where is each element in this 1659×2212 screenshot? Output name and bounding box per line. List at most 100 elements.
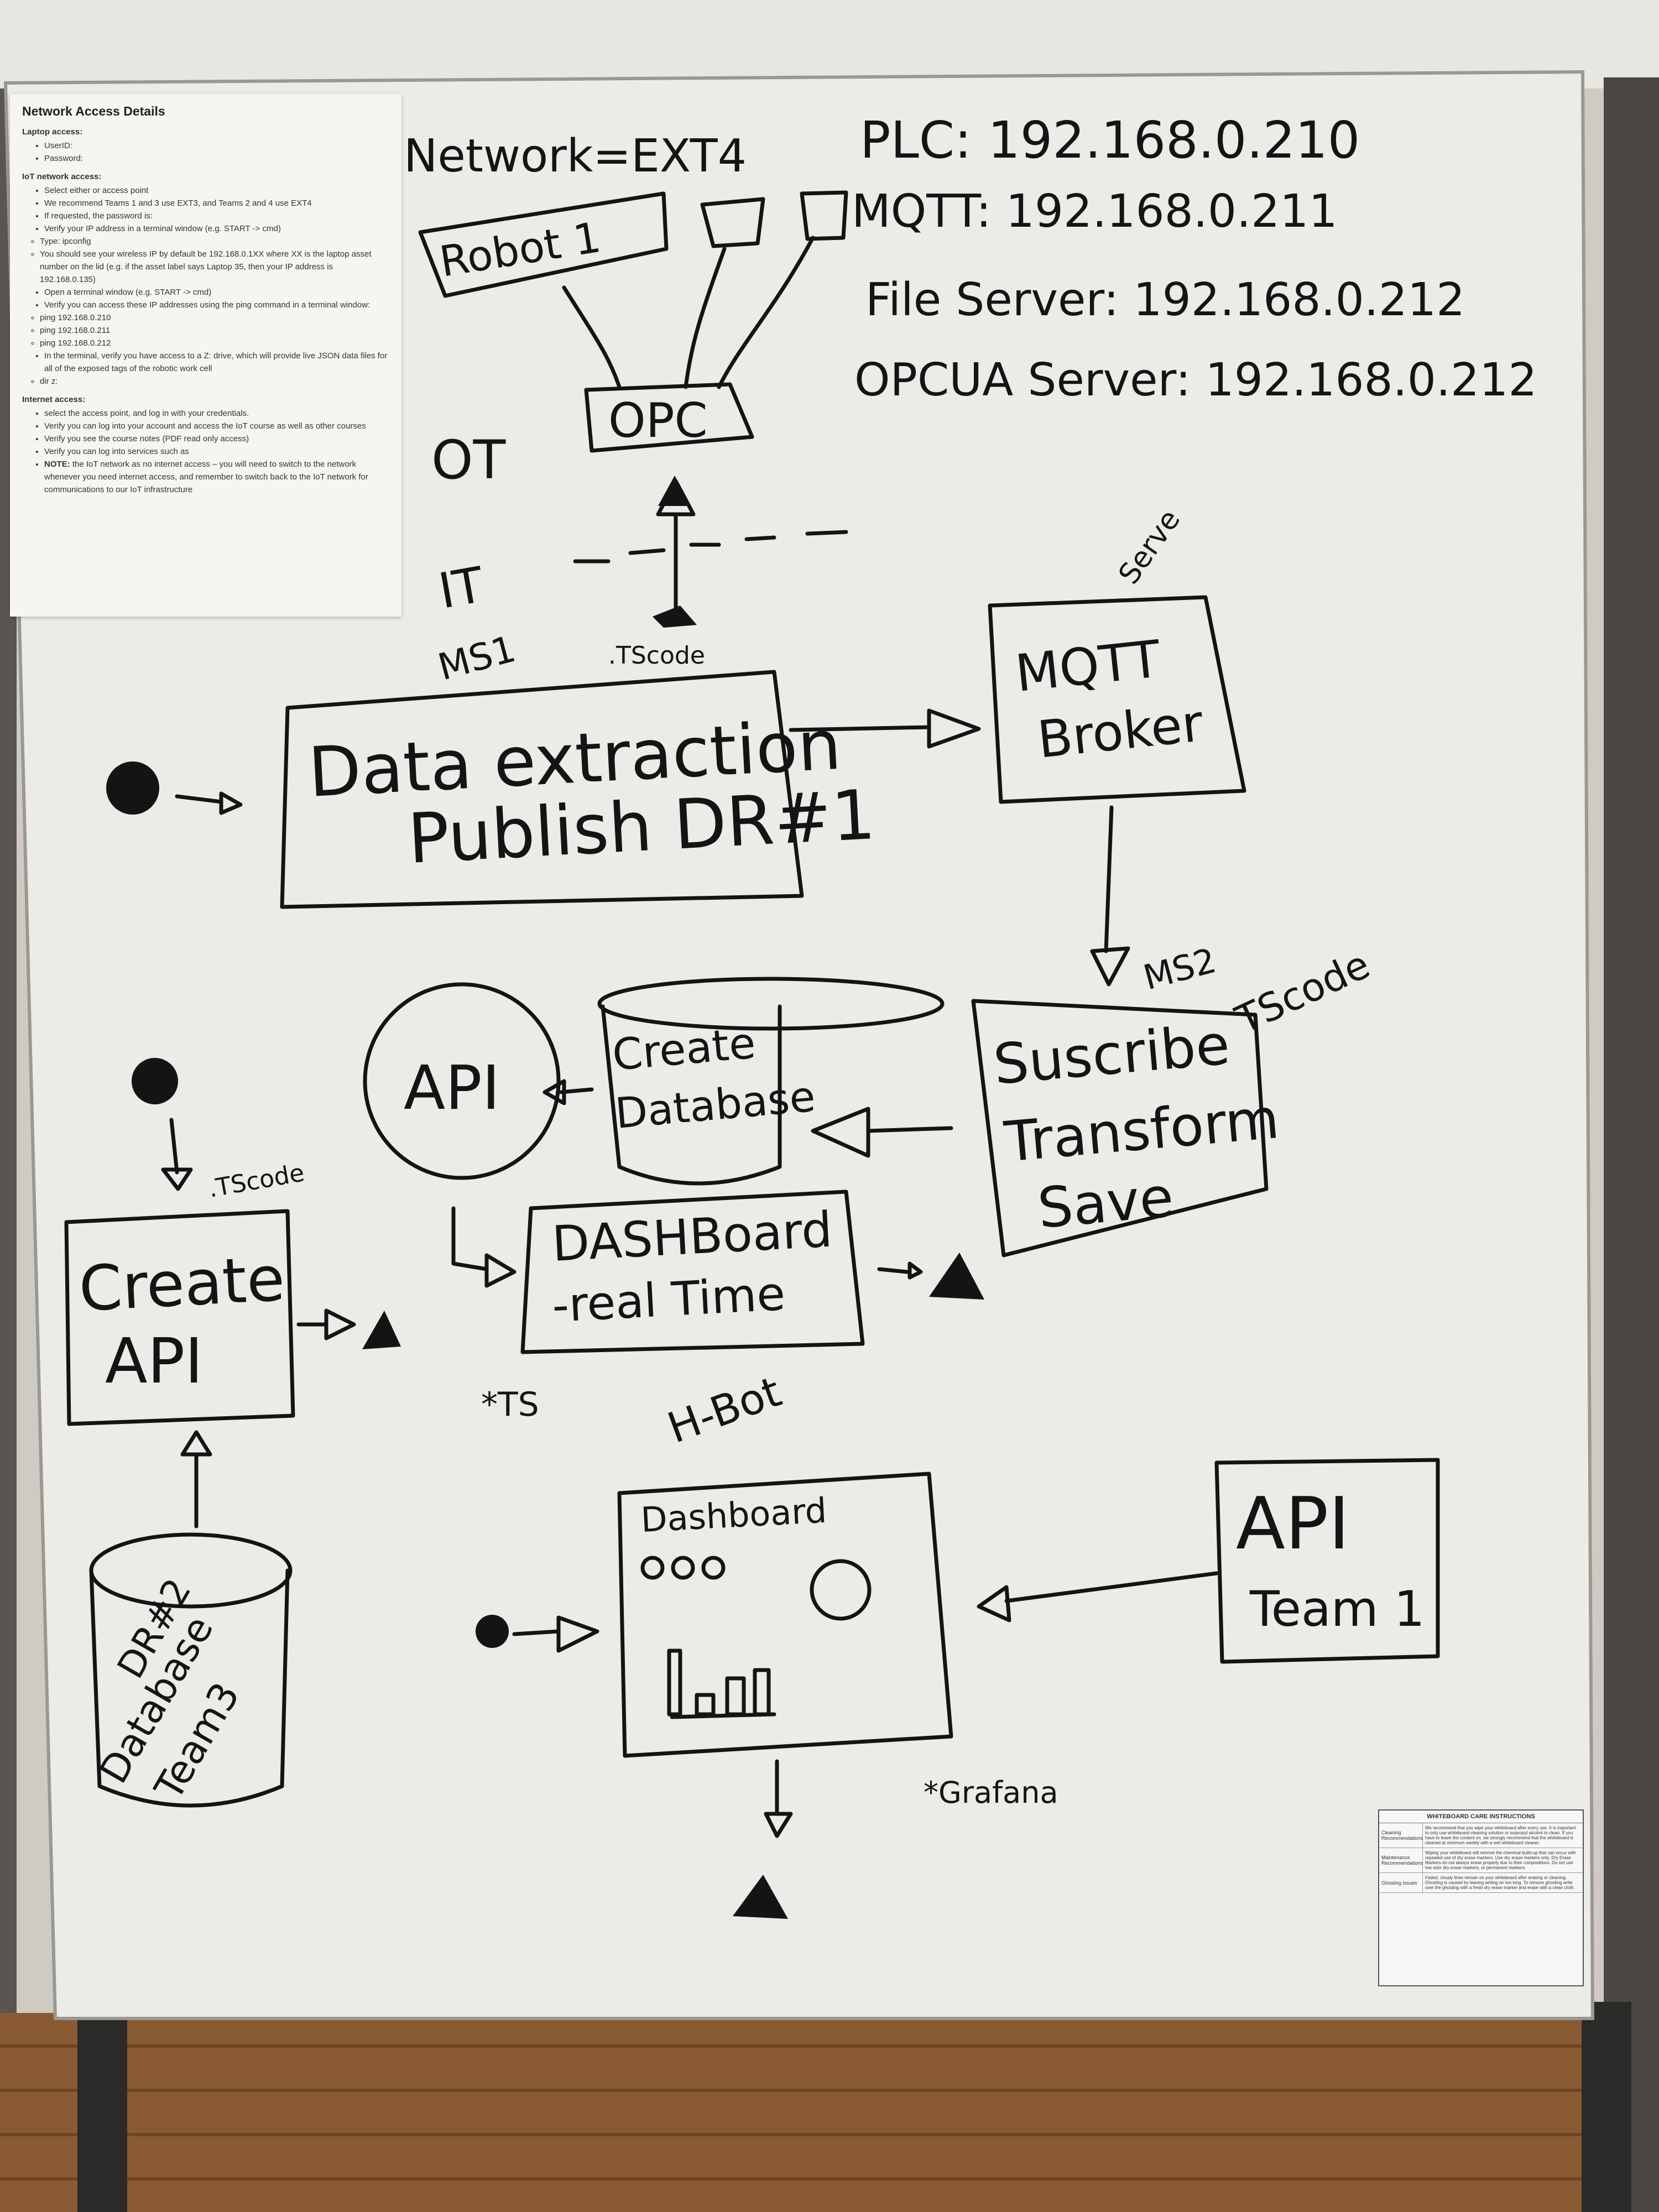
ts-note-label: *TS bbox=[481, 1385, 539, 1424]
note-subitem: ping 192.168.0.210 bbox=[40, 311, 389, 324]
gauge-icon bbox=[810, 1559, 872, 1621]
mqtt-to-subscribe-line bbox=[1104, 805, 1114, 953]
note-item: Verify your IP address in a terminal win… bbox=[44, 222, 389, 235]
arrowhead-to-dashboard-rt bbox=[484, 1253, 517, 1288]
api-team1-box bbox=[1214, 1458, 1440, 1664]
triangle-dashboard-rt bbox=[929, 1253, 984, 1300]
it-zone-label: IT bbox=[435, 556, 489, 619]
mqtt-box bbox=[988, 595, 1246, 804]
dashboard-rt-out-line bbox=[877, 1267, 909, 1274]
triangle-grafana-out bbox=[733, 1875, 788, 1919]
note-text: the IoT network as no internet access – … bbox=[44, 460, 368, 494]
triangle-opc bbox=[658, 476, 691, 506]
ring-3 bbox=[701, 1556, 726, 1580]
robot-to-opc-line bbox=[562, 285, 622, 389]
opcua-label: OPCUA Server: 192.168.0.212 bbox=[854, 354, 1537, 406]
db-to-api-line bbox=[559, 1087, 594, 1094]
arrowhead-to-grafana-from-api bbox=[977, 1585, 1011, 1623]
note-item: UserID: bbox=[44, 139, 389, 152]
arrowhead-to-create-api bbox=[161, 1167, 193, 1191]
l-arrow-line bbox=[451, 1206, 489, 1271]
bar-3 bbox=[725, 1676, 746, 1717]
care-row-text: Faded, cloudy lines remain on your white… bbox=[1425, 1875, 1575, 1890]
data-to-mqtt-line bbox=[789, 725, 931, 732]
care-card-header: WHITEBOARD CARE INSTRUCTIONS bbox=[1379, 1811, 1583, 1823]
note-item: Verify you see the course notes (PDF rea… bbox=[44, 432, 389, 445]
note-item: Verify you can log into your account and… bbox=[44, 420, 389, 432]
wood-floor bbox=[0, 2013, 1659, 2212]
network-label: Network=EXT4 bbox=[404, 130, 747, 182]
subscribe-line3: Save bbox=[1035, 1165, 1176, 1241]
dot-to-grafana-line bbox=[512, 1629, 561, 1636]
stand-leg-right bbox=[1582, 2002, 1631, 2212]
device-box-1 bbox=[700, 197, 765, 248]
arrowhead-small-1 bbox=[907, 1261, 923, 1280]
opc-box bbox=[584, 382, 754, 453]
care-row: Cleaning Recommendations We recommend th… bbox=[1379, 1823, 1583, 1848]
arrowhead-to-db bbox=[811, 1107, 870, 1158]
diagram-strokes bbox=[64, 190, 1440, 1838]
subscribe-box bbox=[971, 999, 1269, 1258]
note-subitem: ping 192.168.0.212 bbox=[40, 337, 389, 349]
arrowhead-to-data bbox=[219, 791, 243, 815]
whiteboard-surface bbox=[3, 70, 1595, 2020]
dot-left-2 bbox=[132, 1058, 178, 1104]
data-extraction-box bbox=[280, 670, 804, 909]
bar-2 bbox=[695, 1693, 716, 1717]
ot-zone-label: OT bbox=[431, 429, 506, 491]
dot-left-1 bbox=[106, 761, 159, 815]
bar-1 bbox=[667, 1648, 682, 1717]
tscode-1-label: .TScode bbox=[608, 641, 705, 670]
note-bold: NOTE: bbox=[44, 460, 70, 469]
subscribe-to-db-line bbox=[866, 1126, 953, 1133]
note-title: Network Access Details bbox=[22, 104, 165, 118]
device1-to-opc-line bbox=[684, 247, 727, 389]
arrowhead-to-api bbox=[542, 1079, 566, 1105]
arrowhead-create-api-out bbox=[324, 1308, 356, 1340]
api-circle-label: API bbox=[404, 1052, 500, 1123]
note-item: We recommend Teams 1 and 3 use EXT3, and… bbox=[44, 197, 389, 210]
stand-leg-left bbox=[77, 2002, 127, 2212]
note-item: Password: bbox=[44, 152, 389, 165]
arrowhead-to-subscribe bbox=[1090, 946, 1130, 987]
care-row-label: Maintenance Recommendations bbox=[1379, 1848, 1423, 1872]
arrowhead-down-grafana bbox=[764, 1812, 793, 1838]
api-team1-line1: API bbox=[1236, 1481, 1350, 1566]
ring-1 bbox=[640, 1556, 665, 1580]
grafana-dashboard-box bbox=[617, 1472, 953, 1758]
note-item: If requested, the password is: bbox=[44, 210, 389, 222]
filled-marks bbox=[106, 476, 984, 1919]
whiteboard-care-card: WHITEBOARD CARE INSTRUCTIONS Cleaning Re… bbox=[1378, 1809, 1584, 1986]
arrowhead-up-create-api bbox=[180, 1430, 212, 1457]
api-team1-line2: Team 1 bbox=[1249, 1580, 1425, 1637]
note-subitem: dir z: bbox=[40, 375, 389, 388]
api-circle bbox=[363, 982, 561, 1180]
arrowhead-to-grafana bbox=[556, 1615, 599, 1653]
care-row: Maintenance Recommendations Wiping your … bbox=[1379, 1848, 1583, 1873]
ot-it-divider bbox=[573, 530, 848, 564]
care-row: Ghosting Issues Faded, cloudy lines rema… bbox=[1379, 1873, 1583, 1893]
triangle-create-api bbox=[362, 1311, 401, 1349]
iot-access-heading: IoT network access: bbox=[22, 172, 102, 181]
dot-to-create-api-line bbox=[169, 1118, 179, 1175]
note-subitem: Type: ipconfig bbox=[40, 235, 389, 248]
dashboard-rt-box bbox=[520, 1190, 865, 1354]
care-row-label: Ghosting Issues bbox=[1379, 1873, 1423, 1892]
floor-planks bbox=[0, 2044, 1659, 2180]
db-cylinder-body bbox=[601, 1004, 782, 1186]
device2-to-opc-line bbox=[717, 236, 815, 389]
note-item: Open a terminal window (e.g. START -> cm… bbox=[44, 286, 389, 299]
care-card-title: WHITEBOARD CARE INSTRUCTIONS bbox=[1427, 1813, 1535, 1820]
note-subitem: You should see your wireless IP by defau… bbox=[40, 248, 389, 286]
note-item: Verify you can log into services such as bbox=[44, 445, 389, 458]
device-box-2 bbox=[800, 190, 848, 241]
plc-label: PLC: 192.168.0.210 bbox=[860, 111, 1360, 170]
triangle-it bbox=[653, 606, 697, 628]
api-team1-to-grafana-line bbox=[1004, 1571, 1219, 1603]
bar-4 bbox=[753, 1668, 771, 1717]
note-item: In the terminal, verify you have access … bbox=[44, 349, 389, 375]
note-item: Verify you can access these IP addresses… bbox=[44, 299, 389, 311]
internet-access-heading: Internet access: bbox=[22, 395, 86, 404]
robot-box bbox=[418, 191, 669, 298]
